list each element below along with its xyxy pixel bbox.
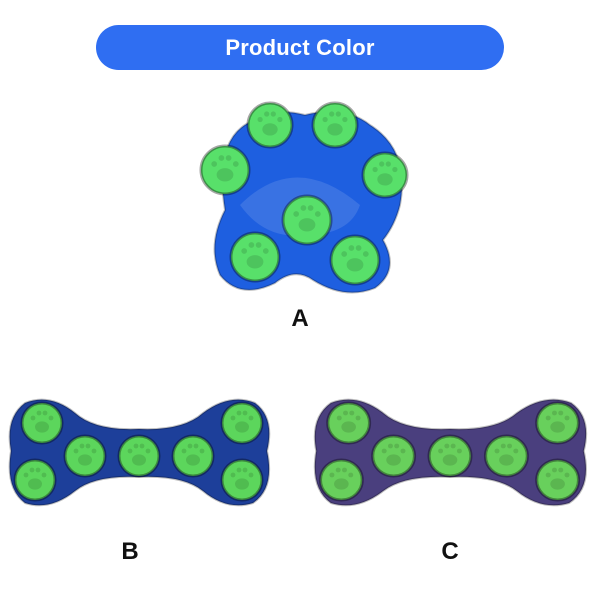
- treat-cup: [311, 101, 359, 149]
- cup-paw-imprint: [293, 205, 321, 232]
- treat-cup: [246, 101, 294, 149]
- treat-cup: [220, 458, 264, 502]
- cup-paw-imprint: [23, 467, 47, 490]
- treat-cup: [281, 194, 333, 246]
- bone-icon: [8, 398, 271, 507]
- cup-paw-imprint: [336, 410, 361, 433]
- treat-cup: [326, 401, 372, 445]
- product-color-banner: Product Color: [96, 25, 504, 70]
- treat-cup: [13, 458, 57, 502]
- product-c-label: C: [441, 538, 459, 565]
- cup-paw-imprint: [211, 155, 239, 182]
- treat-cup: [229, 231, 281, 283]
- cup-paw-imprint: [322, 111, 348, 136]
- treat-cup: [318, 458, 364, 502]
- cup-paw-imprint: [181, 443, 205, 466]
- treat-cup: [329, 234, 381, 286]
- product-a-label: A: [291, 305, 309, 332]
- treat-cup: [20, 401, 64, 445]
- cup-paw-imprint: [329, 467, 354, 490]
- treat-cup: [220, 401, 264, 445]
- cup-paw-imprint: [494, 443, 519, 466]
- treat-cup: [371, 434, 417, 478]
- treat-cup: [361, 151, 409, 199]
- treat-cup: [535, 458, 581, 502]
- treat-cup: [535, 401, 581, 445]
- treat-cup: [483, 434, 529, 478]
- cup-paw-imprint: [381, 443, 406, 466]
- cup-paw-imprint: [127, 443, 151, 466]
- treat-cup: [427, 434, 473, 478]
- treat-cup: [199, 144, 251, 196]
- product-c-bone-puzzle: [310, 393, 590, 511]
- product-a-paw-puzzle: [195, 95, 413, 295]
- bone-icon: [313, 398, 588, 507]
- cup-paw-imprint: [73, 443, 97, 466]
- cup-paw-imprint: [30, 410, 54, 433]
- paw-icon: [199, 101, 409, 294]
- cup-paw-imprint: [438, 443, 462, 466]
- cup-paw-imprint: [372, 161, 398, 186]
- cup-paw-imprint: [545, 410, 570, 433]
- banner-title: Product Color: [225, 34, 375, 60]
- cup-paw-imprint: [230, 410, 254, 433]
- cup-paw-imprint: [230, 467, 254, 490]
- cup-paw-imprint: [241, 242, 269, 269]
- cup-paw-imprint: [341, 245, 369, 272]
- treat-cup: [63, 434, 107, 478]
- product-b-label: B: [121, 538, 139, 565]
- product-b-bone-puzzle: [5, 393, 273, 511]
- treat-cup: [117, 434, 161, 478]
- treat-cup: [171, 434, 215, 478]
- cup-paw-imprint: [545, 467, 570, 490]
- cup-paw-imprint: [257, 111, 283, 136]
